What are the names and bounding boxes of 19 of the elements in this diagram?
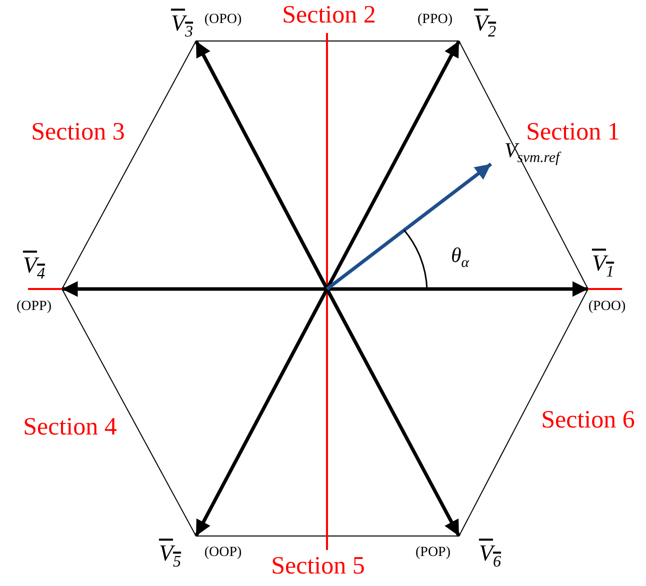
vector-label: V$_{3}$ (170, 12, 194, 40)
section-label: Section 6 (541, 408, 635, 432)
switching-state-label: (OPP) (16, 300, 52, 314)
vector-label: V$_{5}$ (158, 542, 182, 570)
switching-state-label: (PPO) (418, 13, 452, 27)
section-label: Section 5 (271, 554, 365, 578)
vector-label: V$_{6}$ (478, 542, 502, 570)
switching-state-label: (POO) (588, 300, 626, 314)
angle-label: θ$_{α}$ (450, 245, 470, 271)
switching-state-label: (OOP) (204, 546, 242, 560)
switching-state-label: (POP) (416, 546, 450, 560)
switching-state-label: (OPO) (204, 13, 242, 27)
vector-label: V$_{1}$ (592, 252, 614, 280)
section-label: Section 2 (282, 2, 376, 28)
section-label: Section 4 (23, 414, 117, 440)
section-label: Section 1 (526, 120, 620, 144)
vector-label: V$_{4}$ (22, 254, 46, 282)
vector-label: V$_{2}$ (474, 12, 496, 40)
section-label: Section 3 (31, 120, 125, 144)
